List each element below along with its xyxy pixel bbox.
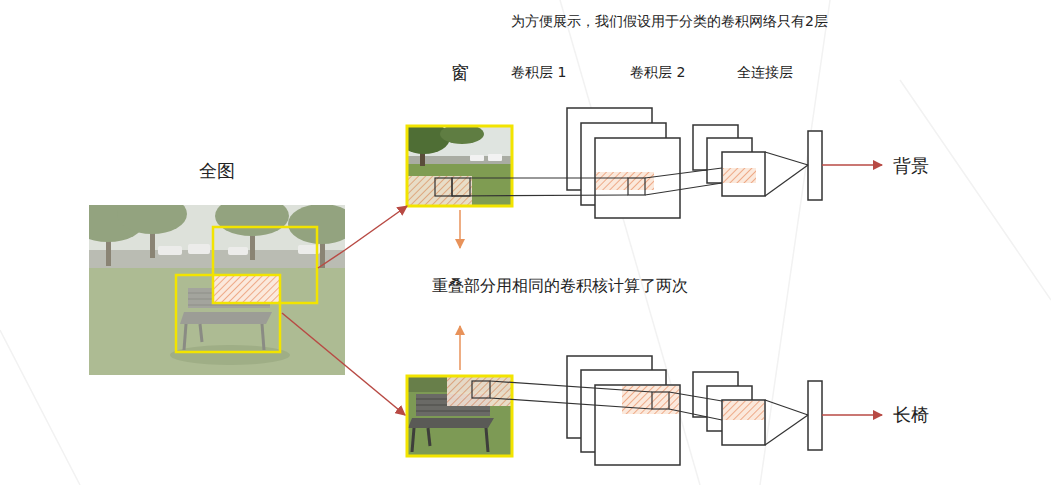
image-node: 全图 (89, 205, 345, 375)
bench-leg (486, 428, 488, 452)
projection-line (765, 152, 808, 165)
window-image (407, 376, 512, 456)
grass (407, 164, 512, 206)
image-node: 窗 (407, 126, 512, 206)
projection-line (765, 415, 808, 445)
feature-map (722, 152, 765, 196)
tree-crown (117, 205, 187, 234)
fc-bar (808, 131, 822, 200)
tree-crown (215, 205, 289, 236)
window-border (407, 126, 512, 206)
note: 为方便展示，我们假设用于分类的卷积网络只有2层 (511, 13, 828, 30)
bench-leg (428, 428, 430, 446)
grass (89, 268, 345, 375)
projection-line (490, 381, 652, 392)
arrow-tail (318, 250, 345, 268)
projection-line (669, 409, 722, 420)
projection-line (470, 177, 628, 178)
overlap-hatch (447, 376, 512, 406)
kernel-square (435, 178, 452, 196)
bench-seat (180, 312, 272, 324)
feature-map (595, 385, 680, 465)
projection-line (645, 183, 722, 195)
kernel-square (452, 178, 470, 196)
full-image (89, 205, 345, 375)
projection-line (765, 165, 808, 196)
background-line (0, 330, 80, 485)
window-outline (176, 275, 280, 352)
node-heading: 全图 (89, 160, 345, 182)
kernel-square (652, 392, 669, 409)
kernel-square (472, 381, 490, 398)
car (488, 154, 502, 161)
orange-arrow (459, 210, 461, 248)
red-arrow (345, 206, 407, 250)
node-heading: 窗 (407, 62, 512, 84)
layer-name: 卷积层 2 (630, 64, 685, 81)
projection-line (490, 398, 652, 409)
feature-map (722, 400, 765, 445)
bench-leg (200, 324, 202, 342)
overlap-hatch (723, 168, 756, 183)
grass (407, 376, 512, 456)
background-line (900, 80, 1051, 300)
window-image (407, 126, 512, 206)
bench-leg (184, 324, 186, 350)
overlap-hatch (723, 401, 764, 420)
class-output: 长椅 (893, 404, 929, 426)
shadow (170, 345, 290, 365)
projection-line (669, 392, 722, 401)
layer-name: 全连接层 (737, 64, 793, 81)
layer-name: 卷积层 1 (511, 64, 566, 81)
overlap-hatch (213, 275, 280, 303)
bench-leg (412, 428, 414, 452)
orange-arrow (459, 326, 461, 370)
class-output: 背景 (893, 155, 929, 177)
overlap-hatch (407, 176, 472, 206)
background-line (560, 0, 700, 485)
red-arrow (822, 414, 882, 416)
projection-line (452, 195, 628, 196)
tree-crown (440, 126, 484, 144)
car (470, 155, 484, 161)
projection-line (765, 400, 808, 415)
red-arrow (822, 164, 882, 166)
bench-seat (408, 418, 494, 428)
car (158, 246, 182, 255)
car (228, 247, 248, 255)
kernel-square (628, 178, 645, 195)
car (188, 244, 210, 254)
window-border (407, 376, 512, 456)
bench-leg (262, 324, 264, 350)
bench-slat (416, 411, 490, 412)
fc-bar (808, 381, 822, 450)
red-arrow (282, 313, 405, 415)
projection-line (645, 168, 722, 178)
note: 重叠部分用相同的卷积核计算了两次 (432, 276, 688, 295)
bench-slat (188, 305, 270, 306)
window-outline (213, 227, 317, 303)
